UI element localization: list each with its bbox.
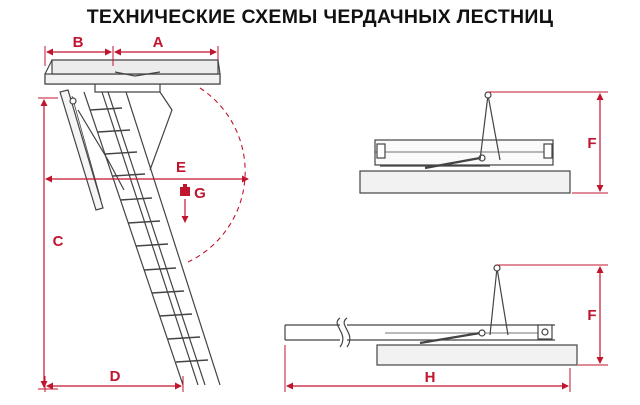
closed-hatch-view [359,91,571,194]
label-e: E [176,159,186,176]
label-g: G [194,185,206,202]
dimension-h: H [284,345,571,392]
dimension-e: E [45,159,249,183]
spring-arm-2 [149,91,173,171]
dimension-g: G [180,184,206,223]
ladder-side-view [44,59,246,386]
label-f-top: F [587,135,596,152]
ladder-stringers [83,91,221,386]
dimension-f-top: F [488,91,608,194]
hatch-lid [59,89,104,211]
dimension-b: B [44,34,114,66]
label-h: H [425,369,436,386]
diagram-title: ТЕХНИЧЕСКИЕ СХЕМЫ ЧЕРДАЧНЫХ ЛЕСТНИЦ [86,6,554,28]
label-a: A [153,34,164,51]
ladder-steps [89,107,209,363]
label-d: D [110,368,121,385]
label-c: C [53,233,64,250]
dimension-d: D [44,368,184,392]
label-b: B [73,34,84,51]
label-f-bottom: F [587,307,596,324]
dimension-a: A [114,34,219,60]
hatch-frame [44,59,221,93]
dimension-f-bottom: F [497,264,608,366]
dimension-c: C [38,97,64,390]
swing-arc [187,87,246,263]
extended-hatch-view [284,264,578,366]
